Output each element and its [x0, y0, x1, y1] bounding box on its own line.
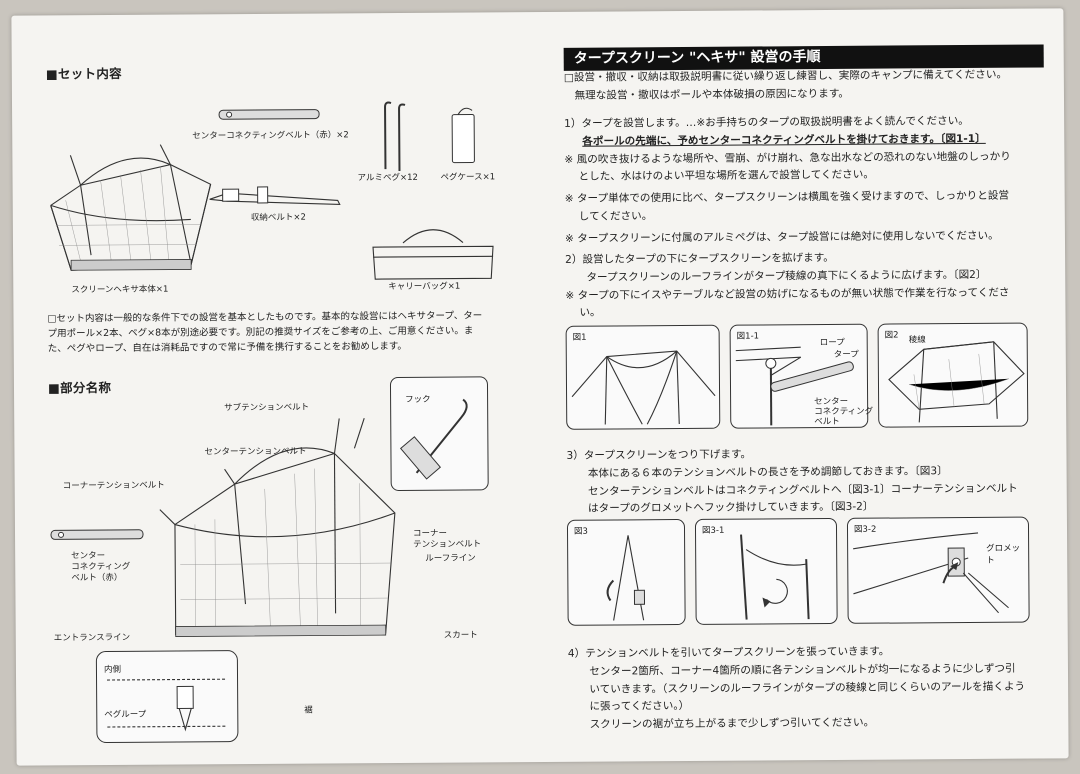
figure-1-illustration [571, 350, 716, 425]
inside-label: 内側 [103, 664, 122, 676]
peg-loop-illustration [107, 678, 228, 732]
storage-belt-label: 収納ベルト×2 [250, 212, 306, 224]
screen-body-label: スクリーンヘキサ本体×1 [71, 284, 169, 296]
hook-label: フック [405, 394, 431, 405]
carry-bag-label: キャリーバッグ×1 [388, 281, 461, 293]
figure-2-illustration [888, 341, 1025, 423]
step-3: 3）タープスクリーンをつり下げます。 本体にある６本のテンションベルトの長さを予… [566, 445, 1018, 519]
center-belt-label: センターコネクティングベルト（赤）×2 [192, 130, 349, 142]
corner-tension2-label-2: テンションベルト [413, 539, 482, 550]
hook-illustration [399, 398, 468, 480]
peg-loop-callout [95, 650, 239, 744]
figure-3-label: 図3 [573, 526, 588, 537]
set-contents-title: ■セット内容 [45, 65, 122, 82]
figure-3-1-label: 図3-1 [701, 525, 725, 536]
fig32-grommet-label: グロメット [986, 543, 1021, 566]
step-1-line: ※ 風の吹き抜けるような場所や、雪崩、がけ崩れ、急な出水などの恐れのない地盤のし… [564, 150, 1011, 166]
figure-3-2-label: 図3-2 [853, 524, 877, 535]
figure-3-illustration [606, 535, 646, 621]
figure-3-2: 図3-2 グロメット [846, 516, 1030, 624]
figure-1-1: 図1-1 [729, 323, 869, 429]
step-2-line: い。 [565, 306, 601, 320]
peg-illustration [384, 101, 406, 171]
step-4-line: スクリーンの裾が立ち上がるまで少しずつ引いてください。 [568, 716, 875, 731]
step-1-line: ※ タープ単体での使用に比べ、タープスクリーンは横風を強く受けますので、しっかり… [564, 189, 1010, 206]
figure-3: 図3 [566, 518, 686, 626]
center-belt-part-label-3: ベルト（赤） [71, 572, 123, 584]
sub-tension-label: サブテンションベルト [224, 402, 310, 414]
corner-tension-label: コーナーテンションベルト [62, 480, 165, 492]
figure-1-1-illustration [735, 346, 854, 426]
step-3-line: センターテンションベルトはコネクティングベルトへ〔図3-1〕コーナーテンションベ… [566, 482, 1018, 498]
figure-2-label: 図2 [884, 330, 899, 341]
figure-2: 図2 稜線 [877, 322, 1029, 428]
hem-label: 裾 [304, 705, 313, 716]
storage-belt-illustration [209, 186, 341, 205]
step-1-line: ※ タープスクリーンに付属のアルミペグは、タープ設営には絶対に使用しないでくださ… [564, 229, 999, 245]
peg-label: アルミペグ×12 [357, 172, 418, 184]
center-belt-part-illustration [50, 529, 144, 540]
figure-1-label: 図1 [572, 332, 587, 343]
figure-1-1-label: 図1-1 [736, 331, 760, 342]
step-1-line: とした、水はけのよい平坦な場所を選んで設営してください。 [564, 169, 874, 184]
step-3-line: はタープのグロメットへフック掛けしていきます。〔図3-2〕 [566, 501, 874, 516]
peg-case-illustration [451, 107, 475, 164]
step-4-line: いていきます。（スクリーンのルーフラインがタープの稜線と同じくらいのアールを描く… [568, 680, 1026, 696]
step-2: 2）設営したタープの下にタープスクリーンを拡げます。 タープスクリーンのルーフラ… [565, 249, 1010, 323]
skirt-label: スカート [443, 630, 478, 641]
intro: □設営・撤収・収納は取扱説明書に従い繰り返し練習し、実際のキャンプに備えてくださ… [564, 67, 1007, 106]
entrance-line-label: エントランスライン [53, 632, 131, 644]
step-4: 4）テンションベルトを引いてタープスクリーンを張っていきます。 センター2箇所、… [568, 643, 1026, 735]
step-1-line: してください。 [564, 210, 653, 223]
step-2-line: ※ タープの下にイスやテーブルなど設営の妨げになるものが無い状態で作業を行なって… [565, 286, 1010, 302]
parts-diagram [159, 418, 396, 637]
figure-3-2-illustration [853, 532, 1009, 614]
fig2-ridge-label: 稜線 [908, 335, 926, 346]
parts-title: ■部分名称 [47, 379, 112, 396]
instruction-sheet: ■セット内容 スクリーンヘキサ本体×1 センターコネクティングベルト（赤）×2 … [11, 8, 1069, 766]
figure-1: 図1 [565, 324, 721, 430]
peg-loop-label: ペグループ [104, 709, 147, 721]
figure-3-1-illustration [740, 534, 810, 620]
hook-callout [389, 376, 489, 492]
center-tension-label: センターテンションベルト [204, 446, 307, 458]
screen-body-illustration [50, 144, 212, 271]
fig11-rope-label: ロープ [819, 337, 845, 349]
roof-line-label: ルーフライン [425, 553, 476, 564]
intro-line: □設営・撤収・収納は取扱説明書に従い繰り返し練習し、実際のキャンプに備えてくださ… [563, 68, 1008, 84]
intro-line: 無理な設営・撤収はポールや本体破損の原因になります。 [563, 87, 849, 102]
fig11-tarp-label: タープ [833, 349, 859, 360]
center-belt-illustration [218, 109, 320, 120]
figure-3-1: 図3-1 [694, 517, 838, 625]
set-note: □セット内容は一般的な条件下での設営を基本としたものです。基本的な設営にはヘキサ… [47, 308, 527, 356]
step-1: 1）タープを設営します。…※お手持ちのタープの取扱説明書をよく読んでください。 … [564, 113, 1011, 249]
fig11-belt-label-3: ベルト [814, 416, 840, 428]
set-note-line: た、ペグやロープ、自在は消耗品ですので常に予備を携行することをお勧めします。 [47, 340, 407, 355]
peg-case-label: ペグケース×1 [440, 172, 496, 183]
carry-bag-illustration [372, 229, 494, 280]
